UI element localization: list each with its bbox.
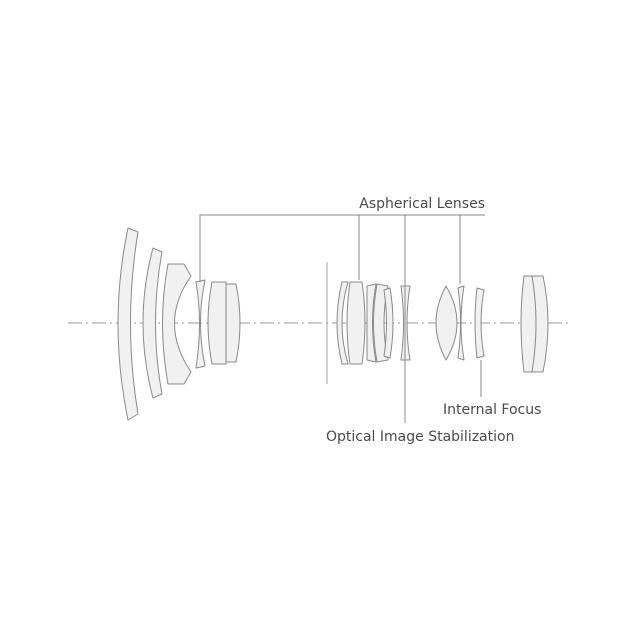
lens-element-4-aspherical xyxy=(195,279,206,369)
lens-element-7 xyxy=(336,281,349,365)
lens-element-14-aspherical xyxy=(457,285,465,361)
lens-element-11 xyxy=(383,287,394,359)
aspherical-leaders xyxy=(199,214,485,284)
lens-element-1 xyxy=(117,227,139,421)
lens-element-3 xyxy=(162,263,192,385)
optical-image-stabilization-label: Optical Image Stabilization xyxy=(326,429,514,445)
lens-element-8-aspherical xyxy=(346,281,366,365)
internal-focus-label: Internal Focus xyxy=(443,402,541,418)
front-lens-group xyxy=(117,227,241,421)
lens-element-13 xyxy=(435,285,458,361)
lens-element-2 xyxy=(142,247,163,399)
lens-element-15-internal-focus xyxy=(474,287,485,359)
aspherical-lenses-label: Aspherical Lenses xyxy=(359,196,485,212)
lens-element-17 xyxy=(531,275,549,373)
rear-lens-group xyxy=(435,275,549,373)
lens-element-6 xyxy=(225,283,241,363)
lens-element-9 xyxy=(366,283,377,363)
lens-element-5 xyxy=(207,281,227,365)
